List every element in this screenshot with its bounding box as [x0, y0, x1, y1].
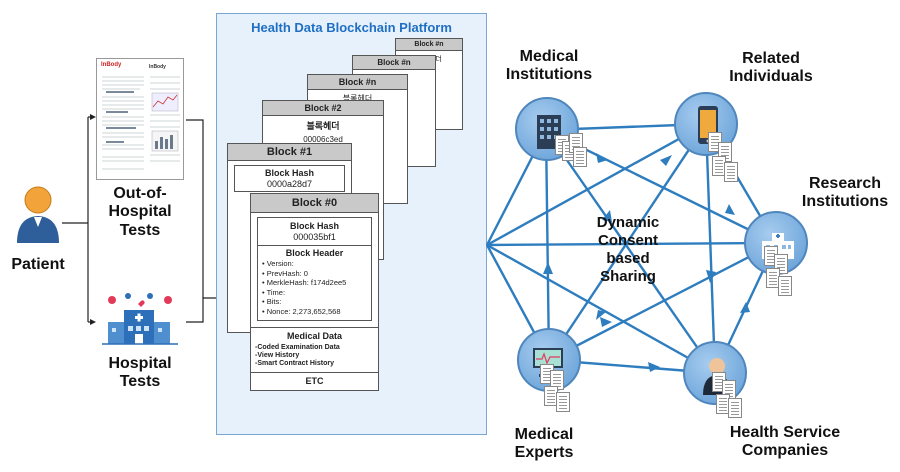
inbody-report-document: InBody InBody	[96, 58, 184, 180]
block-header-label: Block Header	[258, 245, 371, 258]
block-subtitle: 블록헤더	[306, 121, 340, 131]
block-hash-value: 0000a28d7	[266, 179, 313, 189]
out-of-hospital-line3: Tests	[119, 221, 161, 239]
label-line: Related	[742, 50, 800, 67]
document-icon	[778, 276, 792, 296]
document-icon	[556, 392, 570, 412]
out-of-hospital-tests-label: Out-of- Hospital Tests	[92, 185, 188, 240]
label-line: Institutions	[505, 66, 593, 84]
block-title: Block #n	[308, 75, 407, 90]
document-stack-health-service	[712, 372, 746, 420]
platform-title: Health Data Blockchain Platform	[251, 20, 452, 35]
medical-data-item: -Coded Examination Data	[255, 343, 340, 351]
label-line: Research	[808, 175, 882, 192]
block-header-section: Block Hash 000035bf1 Block Header • Vers…	[257, 217, 372, 321]
medical-data-item: -View History	[255, 351, 300, 359]
medical-data-section: Medical Data -Coded Examination Data -Vi…	[251, 326, 378, 372]
medical-data-title: Medical Data	[286, 330, 343, 341]
center-line-1: Dynamic	[596, 214, 660, 231]
medical-experts-label: Medical Experts	[494, 426, 594, 463]
center-line-2: Consent	[598, 232, 658, 249]
related-individuals-label: Related Individuals	[716, 50, 826, 87]
block-title: Block #1	[228, 144, 351, 161]
field-prevhash: • PrevHash: 0	[262, 268, 308, 278]
block-subtitle: 블록헤더	[342, 94, 373, 103]
document-stack-medical-experts	[540, 364, 574, 416]
inbody-logo: InBody	[101, 62, 122, 68]
research-institutions-label: Research Institutions	[792, 175, 898, 212]
patient-label: Patient	[11, 256, 65, 273]
block-title: Block #n	[396, 39, 462, 51]
health-service-companies-label: Health Service Companies	[710, 424, 860, 461]
report-content-graphic	[102, 76, 180, 170]
dynamic-consent-label: Dynamic Consent based Sharing	[578, 214, 678, 286]
label-line: Medical	[514, 426, 574, 443]
etc-section: ETC	[251, 371, 378, 389]
block-hash-label: Block Hash	[289, 221, 340, 231]
medical-institutions-label: Medical Institutions	[494, 48, 604, 85]
label-line: Individuals	[729, 68, 813, 86]
field-merklehash: • MerkleHash: f174d2ee5	[262, 278, 347, 288]
block-header-fields: • Version: • PrevHash: 0 • MerkleHash: f…	[258, 258, 371, 320]
field-nonce: • Nonce: 2,273,652,568	[262, 306, 341, 316]
center-line-4: Sharing	[600, 268, 656, 285]
hospital-tests-line1: Hospital	[108, 355, 172, 372]
label-line: Health Service	[729, 424, 841, 441]
block-title: Block #2	[263, 101, 383, 116]
inbody-logo-secondary: InBody	[149, 64, 166, 70]
field-bits: • Bits:	[262, 297, 282, 307]
block-hash-value: 00006c3ed	[303, 135, 343, 144]
label-line: Experts	[514, 444, 574, 462]
block-title: Block #0	[251, 194, 378, 213]
label-line: Medical	[519, 48, 579, 65]
document-icon	[573, 147, 587, 167]
center-line-3: based	[606, 250, 650, 267]
document-stack-related-individuals	[708, 132, 742, 184]
field-time: • Time:	[262, 287, 286, 297]
patient-icon	[17, 186, 59, 243]
hospital-tests-line2: Tests	[119, 373, 161, 391]
out-of-hospital-line1: Out-of-	[113, 185, 167, 202]
document-stack-research-institutions	[764, 246, 798, 298]
block-0-card: Block #0 Block Hash 000035bf1 Block Head…	[250, 193, 379, 391]
label-line: Companies	[741, 442, 829, 460]
block-title: Block #n	[353, 56, 435, 70]
block-hash-label: Block Hash	[264, 168, 315, 178]
block-hash-value: 000035bf1	[293, 232, 336, 242]
field-version: • Version:	[262, 259, 294, 268]
document-icon	[724, 162, 738, 182]
document-icon	[728, 398, 742, 418]
label-line: Institutions	[801, 193, 889, 211]
document-stack-medical-institutions	[555, 133, 589, 173]
hospital-tests-label: Hospital Tests	[92, 355, 188, 392]
hospital-icon	[102, 293, 178, 345]
out-of-hospital-line2: Hospital	[108, 203, 172, 221]
medical-data-item: -Smart Contract History	[255, 360, 334, 368]
